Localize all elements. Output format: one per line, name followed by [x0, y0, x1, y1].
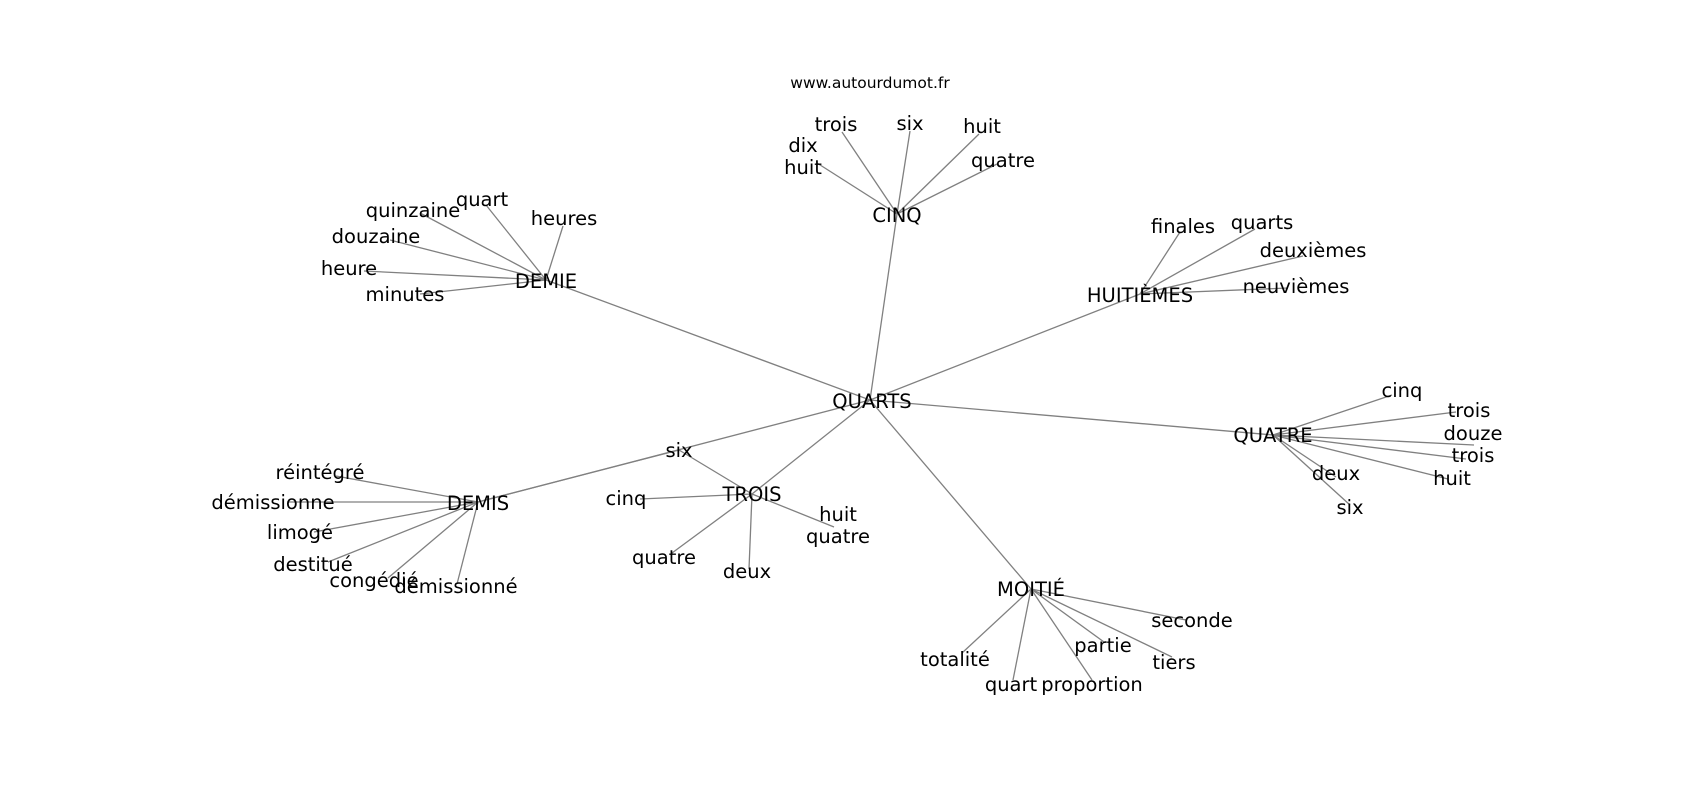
edge-cinq-huit: [896, 133, 980, 215]
node-leaf-moitie-proportion[interactable]: proportion: [1041, 673, 1143, 696]
node-leaf-demie-heures[interactable]: heures: [531, 207, 597, 230]
node-leaf-demis-demissionne-1[interactable]: démissionne: [211, 491, 334, 514]
node-leaf-demis-congedie[interactable]: congédié: [329, 569, 418, 592]
edge-huitiemes-finales: [1139, 231, 1181, 295]
edge-cinq-dix-huit: [816, 162, 898, 215]
node-hub-demis[interactable]: DEMIS: [447, 492, 509, 515]
edge-demis-trois-six: [477, 449, 680, 503]
edge-moitie-partie: [1030, 588, 1105, 643]
edge-cinq-trois: [841, 131, 898, 215]
node-leaf-quatre-douze[interactable]: douze: [1444, 422, 1503, 445]
edge-quatre-huit: [1272, 434, 1449, 480]
edge-trois-quatre: [671, 493, 753, 554]
edge-quatre-six: [1272, 434, 1351, 506]
node-leaf-moitie-totalite[interactable]: totalité: [920, 648, 990, 671]
node-leaf-demie-heure[interactable]: heure: [321, 257, 377, 280]
node-hub-moitie[interactable]: MOITIÉ: [997, 578, 1065, 601]
node-leaf-demis-demissionne-2[interactable]: démissionné: [394, 575, 517, 598]
node-leaf-quatre-huit[interactable]: huit: [1433, 467, 1471, 490]
node-leaf-cinq-six[interactable]: six: [896, 112, 923, 135]
edge-cinq-quatre: [896, 163, 998, 215]
node-hub-quatre[interactable]: QUATRE: [1233, 424, 1312, 447]
node-leaf-huitiemes-quarts[interactable]: quarts: [1231, 211, 1294, 234]
node-hub-huitiemes[interactable]: HUITIÈMES: [1087, 284, 1193, 307]
node-leaf-demie-quinzaine[interactable]: quinzaine: [366, 199, 460, 222]
edge-trois-deux: [748, 493, 753, 570]
node-leaf-demis-destitue[interactable]: destitué: [273, 553, 353, 576]
node-leaf-trois-six[interactable]: six: [665, 439, 692, 462]
node-leaf-trois-deux[interactable]: deux: [723, 560, 771, 583]
edge-quatre-cinq: [1272, 394, 1393, 436]
edge-demie-quart: [485, 204, 547, 281]
edge-demis-congedie: [387, 501, 479, 579]
edge-moitie-quart: [1012, 588, 1032, 681]
edge-demis-destitue: [327, 501, 479, 563]
node-leaf-demie-minutes[interactable]: minutes: [366, 283, 445, 306]
edge-huitiemes-neuviemes: [1139, 287, 1289, 295]
node-leaf-trois-cinq[interactable]: cinq: [606, 487, 647, 510]
node-leaf-demis-limoge[interactable]: limogé: [267, 521, 333, 544]
node-leaf-moitie-quart[interactable]: quart: [985, 673, 1038, 696]
edge-quatre-trois-1: [1272, 411, 1457, 436]
edge-moitie-proportion: [1030, 588, 1093, 681]
node-leaf-moitie-partie[interactable]: partie: [1074, 634, 1131, 657]
edge-demie-douzaine: [389, 239, 547, 281]
edge-quatre-deux: [1272, 434, 1337, 478]
node-center-quarts[interactable]: QUARTS: [832, 390, 911, 413]
node-leaf-quatre-six[interactable]: six: [1336, 496, 1363, 519]
edge-quatre-douze: [1272, 434, 1475, 446]
edge-demis-demissionne-2: [456, 501, 479, 585]
node-hub-demie[interactable]: DEMIE: [515, 270, 577, 293]
node-leaf-quatre-trois-2[interactable]: trois: [1452, 444, 1495, 467]
edge-demie-heures: [545, 225, 564, 281]
edge-trois-huit-quatre: [751, 493, 835, 528]
edge-huitiemes-quarts: [1139, 228, 1256, 295]
edge-quatre-trois-2: [1272, 434, 1467, 460]
edge-quarts-demie: [545, 279, 871, 401]
edge-trois-six: [678, 449, 753, 495]
edge-quarts-trois: [751, 399, 871, 495]
node-leaf-quatre-trois-1[interactable]: trois: [1448, 399, 1491, 422]
edge-demie-quinzaine: [419, 212, 547, 281]
edge-quarts-cinq: [869, 213, 898, 401]
edge-quarts-moitie: [869, 399, 1032, 590]
node-leaf-cinq-quatre[interactable]: quatre: [971, 149, 1035, 172]
edge-demie-minutes: [419, 279, 547, 295]
edge-trois-cinq: [639, 493, 753, 500]
edge-huitiemes-deuxiemes: [1139, 255, 1304, 295]
edge-moitie-tiers: [1030, 588, 1173, 658]
node-leaf-cinq-trois[interactable]: trois: [815, 113, 858, 136]
node-leaf-huitiemes-deuxiemes[interactable]: deuxièmes: [1260, 239, 1367, 262]
node-leaf-quatre-deux[interactable]: deux: [1312, 462, 1360, 485]
edge-moitie-seconde: [1030, 588, 1187, 621]
edge-quarts-huitiemes: [869, 293, 1141, 401]
source-watermark: www.autourdumot.fr: [790, 74, 950, 92]
edge-cinq-six: [896, 130, 911, 215]
node-leaf-cinq-huit[interactable]: huit: [963, 115, 1001, 138]
graph-edges: [288, 130, 1475, 681]
node-leaf-demie-douzaine[interactable]: douzaine: [332, 225, 421, 248]
edge-moitie-totalite: [961, 588, 1032, 654]
node-leaf-moitie-seconde[interactable]: seconde: [1151, 609, 1233, 632]
node-leaf-trois-quatre[interactable]: quatre: [632, 546, 696, 569]
edge-demis-reintegre: [335, 475, 479, 503]
edge-demie-heure: [363, 270, 547, 281]
node-leaf-huitiemes-finales[interactable]: finales: [1151, 215, 1215, 238]
node-leaf-demis-reintegre[interactable]: réintégré: [276, 461, 365, 484]
edge-quarts-quatre: [869, 399, 1274, 436]
edge-demis-limoge: [313, 501, 479, 533]
node-hub-trois[interactable]: TROIS: [722, 483, 782, 506]
node-leaf-quatre-cinq[interactable]: cinq: [1382, 379, 1423, 402]
node-leaf-demie-quart[interactable]: quart: [456, 188, 509, 211]
node-leaf-moitie-tiers[interactable]: tiers: [1152, 651, 1195, 674]
node-hub-cinq[interactable]: CINQ: [872, 204, 921, 227]
node-leaf-huitiemes-neuviemes[interactable]: neuvièmes: [1243, 275, 1350, 298]
graph-labels: www.autourdumot.fr QUARTS CINQ trois six hui…: [211, 74, 1502, 696]
